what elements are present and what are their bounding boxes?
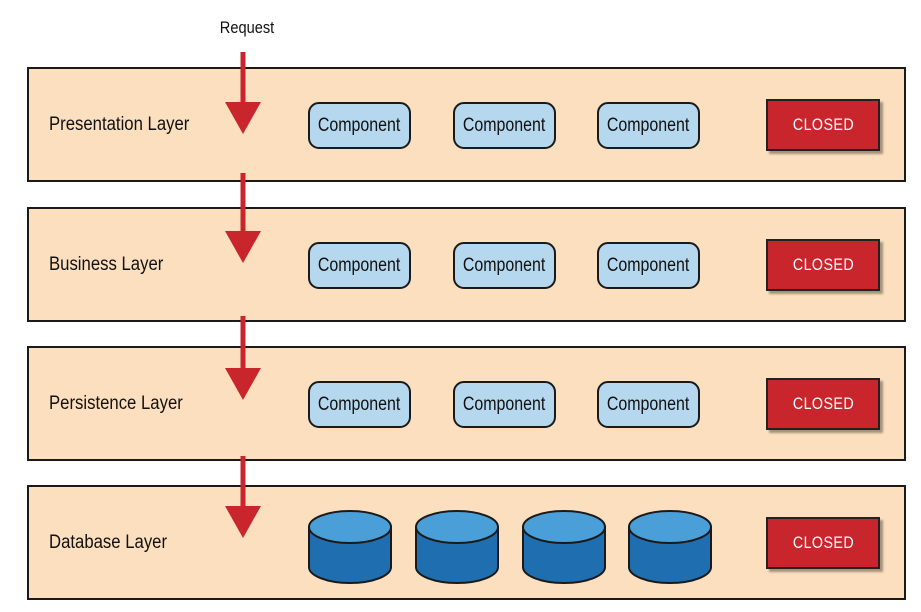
component-box: Component [308,381,411,428]
closed-badge: CLOSED [766,517,880,569]
database-layer: Database Layer CLOSED [27,485,906,600]
closed-badge: CLOSED [766,99,880,151]
component-box: Component [453,381,556,428]
request-flow-arrow-icon [225,173,261,263]
business-layer: Business Layer Component Component Compo… [27,207,906,322]
layer-title: Database Layer [49,531,168,553]
request-flow-arrow-icon [225,316,261,400]
component-box: Component [453,102,556,149]
layer-title: Business Layer [49,253,164,275]
request-flow-arrow-icon [225,52,261,134]
component-box: Component [308,102,411,149]
database-cylinder-icon [308,510,392,584]
request-flow-arrow-icon [225,456,261,538]
layer-title: Persistence Layer [49,392,183,414]
component-box: Component [453,242,556,289]
request-label: Request [219,18,275,37]
component-box: Component [597,242,700,289]
presentation-layer: Presentation Layer Component Component C… [27,67,906,182]
layer-title: Presentation Layer [49,113,190,135]
database-cylinder-icon [522,510,606,584]
component-box: Component [597,102,700,149]
component-box: Component [597,381,700,428]
closed-badge: CLOSED [766,239,880,291]
component-box: Component [308,242,411,289]
closed-badge: CLOSED [766,378,880,430]
database-cylinder-icon [415,510,499,584]
database-cylinder-icon [628,510,712,584]
persistence-layer: Persistence Layer Component Component Co… [27,346,906,461]
